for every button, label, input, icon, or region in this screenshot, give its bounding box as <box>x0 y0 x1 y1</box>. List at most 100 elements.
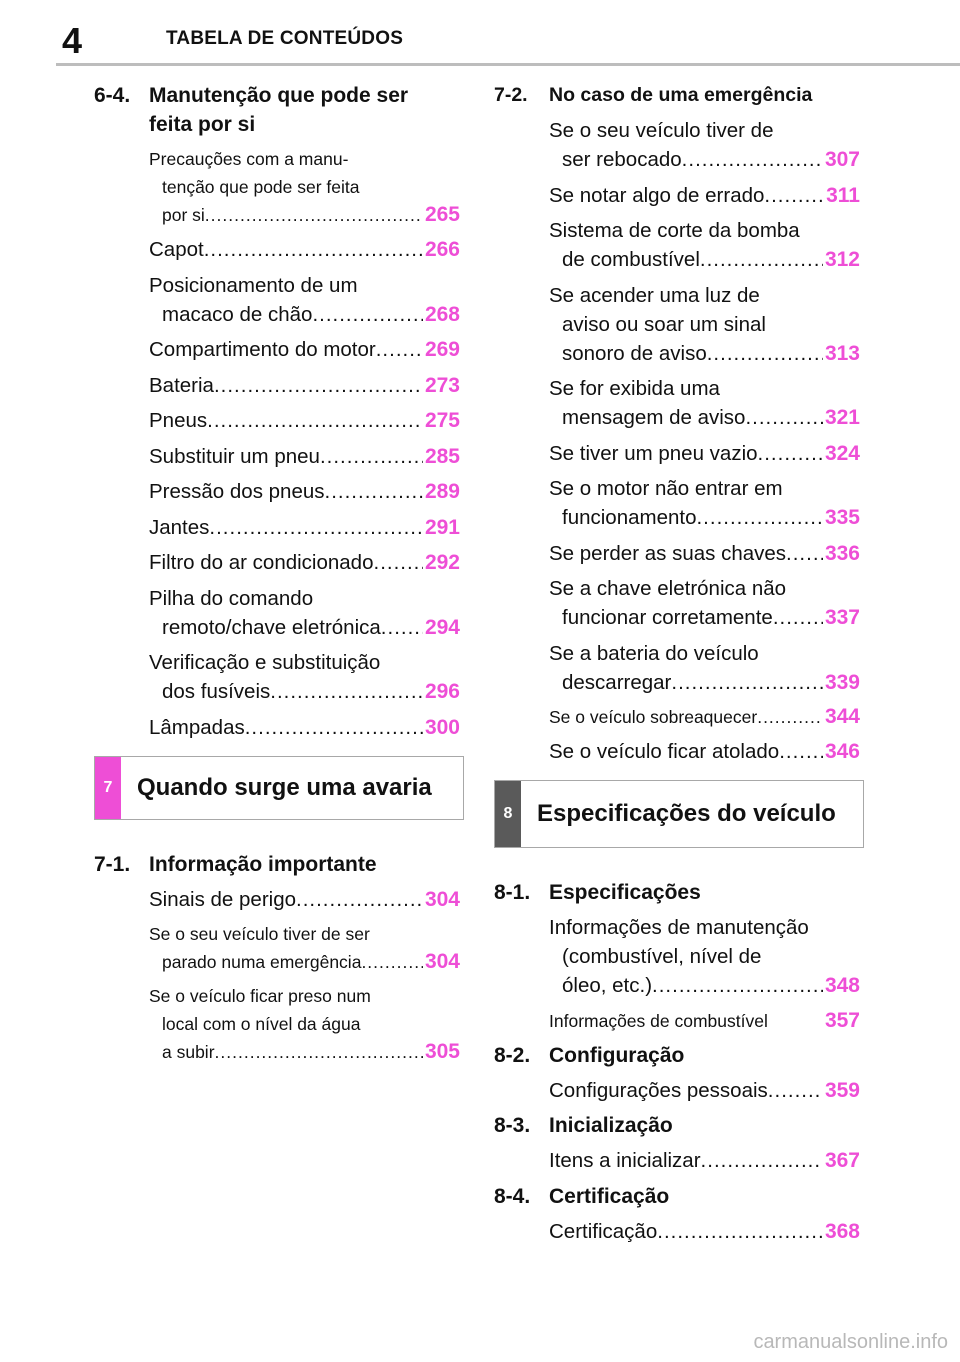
toc-entry[interactable]: Itens a inicializar367 <box>549 1146 860 1175</box>
toc-entry[interactable]: Se o veículo ficar atolado346 <box>549 737 860 766</box>
toc-entry[interactable]: Informações de combustível 357 <box>549 1007 860 1035</box>
toc-entry[interactable]: Precauções com a manu-tenção que pode se… <box>149 145 460 229</box>
page-link[interactable]: 312 <box>824 248 860 271</box>
entry-last-line: Se o veículo ficar atolado346 <box>549 737 860 766</box>
section-heading: 7-2.No caso de uma emergência <box>494 81 874 110</box>
toc-entry[interactable]: Pressão dos pneus 289 <box>149 477 460 506</box>
toc-entry[interactable]: Se notar algo de errado311 <box>549 181 860 210</box>
page-link[interactable]: 337 <box>824 606 860 629</box>
toc-entry[interactable]: Compartimento do motor 269 <box>149 335 460 364</box>
dot-leader <box>786 539 823 568</box>
section-number: 8-3. <box>494 1114 531 1137</box>
toc-entry[interactable]: Lâmpadas300 <box>149 713 460 742</box>
entry-text: por si <box>162 205 205 225</box>
dot-leader <box>764 181 824 210</box>
entry-text: Informações de combustível <box>549 1010 768 1031</box>
section-number: 8-1. <box>494 881 531 904</box>
entry-text: parado numa emergência <box>162 952 362 972</box>
entry-last-line: Certificação368 <box>549 1217 860 1246</box>
page-link[interactable]: 324 <box>824 441 860 465</box>
page-link[interactable]: 311 <box>826 183 860 207</box>
section-title-line: Especificações <box>549 881 701 904</box>
entry-text-line: Se o seu veículo tiver de <box>549 119 774 142</box>
toc-entry[interactable]: Se a bateria do veículodescarregar339 <box>549 639 860 697</box>
entry-last-line: Sinais de perigo304 <box>149 885 460 914</box>
entry-last-line: Capot266 <box>149 235 460 264</box>
page-link[interactable]: 300 <box>424 715 460 739</box>
toc-entry[interactable]: Filtro do ar condicionado292 <box>149 548 460 577</box>
entry-last-line: Configurações pessoais 359 <box>549 1076 860 1105</box>
page-link[interactable]: 335 <box>824 506 860 529</box>
toc-entry[interactable]: Certificação368 <box>549 1217 860 1246</box>
toc-entry[interactable]: Capot266 <box>149 235 460 264</box>
page-link[interactable]: 367 <box>824 1149 860 1172</box>
page-link[interactable]: 294 <box>424 615 460 639</box>
toc-entry[interactable]: Configurações pessoais 359 <box>549 1076 860 1105</box>
page-link[interactable]: 357 <box>824 1008 860 1032</box>
page-link[interactable]: 344 <box>824 705 860 728</box>
toc-entry[interactable]: Se o motor não entrar emfuncionamento335 <box>549 474 860 532</box>
entry-text: Pressão dos pneus <box>149 480 325 503</box>
entry-text: remoto/chave eletrónica <box>162 615 381 639</box>
entry-text: Configurações pessoais <box>549 1078 768 1102</box>
page-number: 4 <box>62 20 83 61</box>
page-link[interactable]: 304 <box>424 887 460 911</box>
page-link[interactable]: 289 <box>424 480 460 503</box>
toc-entry[interactable]: Se tiver um pneu vazio324 <box>549 439 860 468</box>
dot-leader <box>696 503 822 532</box>
toc-entry[interactable]: Bateria273 <box>149 371 460 400</box>
section-title-line: Informação importante <box>149 852 377 876</box>
page-link[interactable]: 275 <box>424 409 460 432</box>
page-link[interactable]: 339 <box>824 670 860 694</box>
dot-leader <box>671 668 823 697</box>
entry-text: a subir <box>162 1042 215 1062</box>
page-link[interactable]: 313 <box>824 341 860 365</box>
page-link[interactable]: 291 <box>424 515 460 539</box>
toc-entry[interactable]: Informações de manutenção(combustível, n… <box>549 913 860 1000</box>
page-link[interactable]: 296 <box>424 680 460 703</box>
page-link[interactable]: 321 <box>824 406 860 429</box>
page-link[interactable]: 348 <box>824 974 860 997</box>
entry-text: dos fusíveis <box>162 680 271 703</box>
dot-leader <box>361 948 423 976</box>
page-link[interactable]: 269 <box>424 338 460 361</box>
toc-entry[interactable]: Se perder as suas chaves336 <box>549 539 860 568</box>
entry-text-line: local com o nível da água <box>162 1014 361 1034</box>
page-link[interactable]: 346 <box>824 740 860 763</box>
dot-leader <box>768 1076 823 1105</box>
dot-leader <box>312 300 423 329</box>
toc-entry[interactable]: Sinais de perigo304 <box>149 885 460 914</box>
page-link[interactable]: 305 <box>424 1040 460 1063</box>
page-link[interactable]: 268 <box>424 302 460 326</box>
page-link[interactable]: 307 <box>824 148 860 171</box>
dot-leader <box>682 145 823 174</box>
dot-leader <box>657 1217 823 1246</box>
toc-entry[interactable]: Pneus275 <box>149 406 460 435</box>
page-link[interactable]: 368 <box>824 1219 860 1243</box>
dot-leader <box>325 477 423 506</box>
page-link[interactable]: 359 <box>824 1078 860 1102</box>
page-link[interactable]: 304 <box>424 950 460 973</box>
page-link[interactable]: 336 <box>824 541 860 565</box>
section-title-line: Certificação <box>549 1184 670 1208</box>
page-link[interactable]: 273 <box>424 373 460 397</box>
page-link[interactable]: 285 <box>424 444 460 468</box>
entry-text: Compartimento do motor <box>149 338 376 361</box>
toc-entry[interactable]: Substituir um pneu285 <box>149 442 460 471</box>
toc-entry[interactable]: Jantes291 <box>149 513 460 542</box>
page-link[interactable]: 292 <box>424 551 460 574</box>
page-link[interactable]: 265 <box>424 203 460 226</box>
page-link[interactable]: 266 <box>424 238 460 261</box>
toc-entry[interactable]: Se o veículo sobreaquecer344 <box>549 703 860 731</box>
